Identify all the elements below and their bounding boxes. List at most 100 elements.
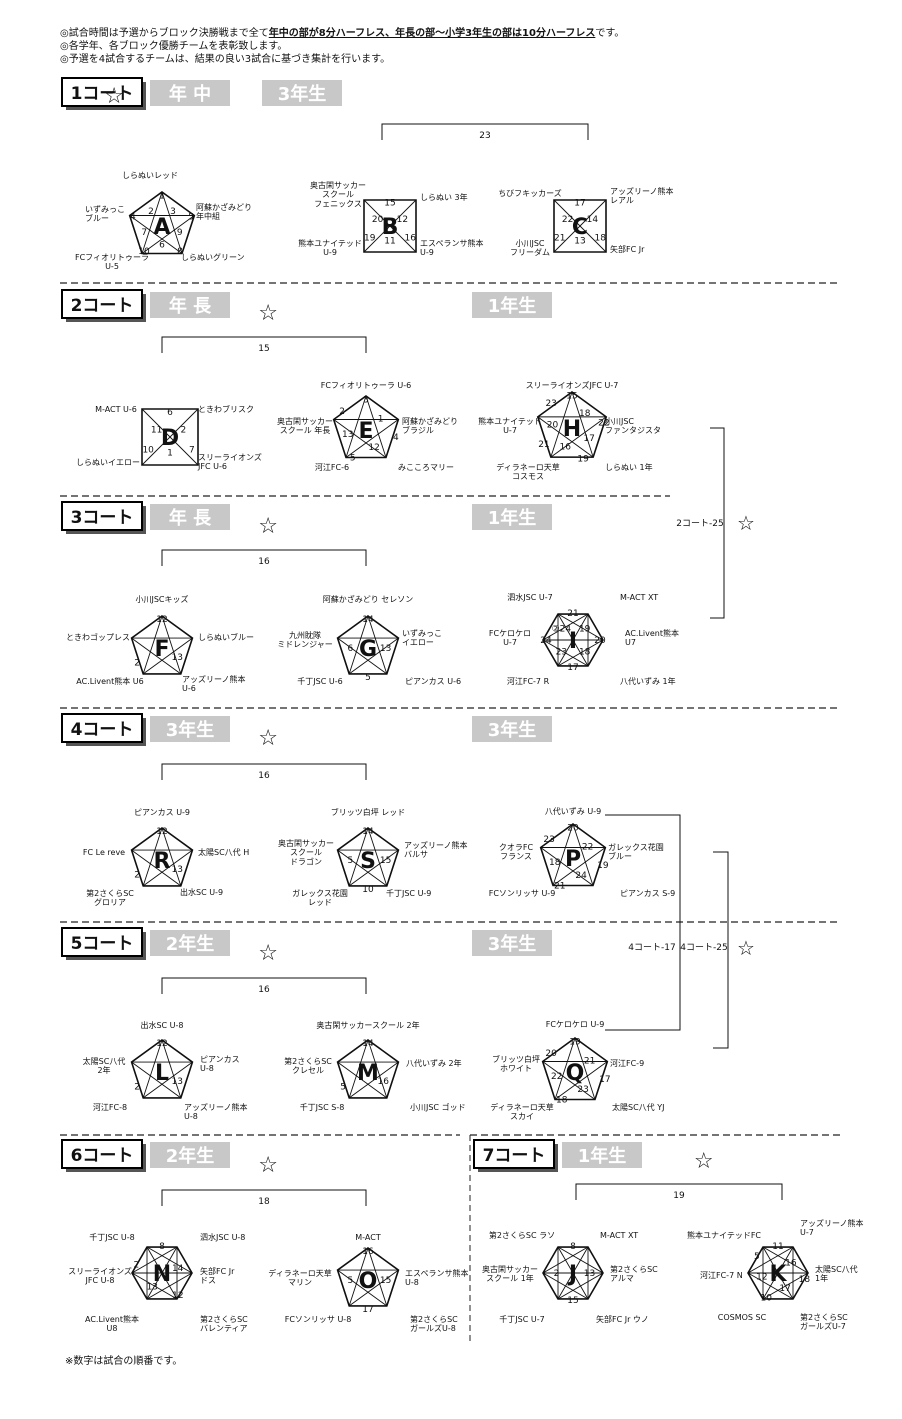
match-number: 14	[587, 215, 599, 225]
match-number: 5	[365, 673, 371, 683]
match-number: 5	[350, 454, 356, 464]
star-icon: ☆	[258, 301, 278, 326]
match-line	[180, 849, 193, 887]
match-number: 6	[167, 408, 173, 418]
match-line	[557, 1246, 589, 1300]
star-icon: ☆	[737, 511, 755, 535]
team-name: ディラネーロ天草マリン	[268, 1268, 331, 1287]
match-line	[747, 1272, 764, 1300]
match-line	[131, 1246, 178, 1274]
match-number: 16	[378, 1077, 390, 1087]
match-number: 11	[151, 425, 162, 435]
match-line	[337, 849, 350, 887]
match-line	[542, 1272, 559, 1300]
match-line	[337, 637, 350, 675]
star-icon: ☆	[694, 1149, 714, 1174]
match-line	[587, 613, 604, 641]
team-name: 千丁JSC U-6	[297, 676, 342, 686]
team-name: しらぬいレッド	[122, 171, 178, 180]
match-line	[129, 215, 183, 254]
team-name: ガレックス花園レッド	[292, 888, 348, 907]
match-number: 19	[579, 624, 591, 634]
final-bracket	[161, 336, 367, 353]
team-name: 千丁JSC U-9	[386, 888, 431, 898]
team-name: COSMOS SC	[718, 1313, 767, 1322]
block-f: F	[130, 615, 194, 675]
team-name: ピアンカス S-9	[620, 889, 675, 898]
match-number: 18	[579, 648, 591, 658]
match-number: 20	[567, 823, 579, 833]
match-line	[176, 1272, 193, 1300]
grade-badge	[472, 930, 552, 956]
match-line	[337, 1247, 369, 1271]
match-line	[176, 1246, 193, 1274]
match-number: 19	[569, 1037, 581, 1047]
match-line	[348, 1039, 369, 1099]
match-line	[747, 1246, 794, 1274]
team-name: M-ACT	[355, 1233, 381, 1242]
block-letter: N	[153, 1262, 171, 1287]
match-number: 9	[177, 228, 183, 238]
grade-label: 1年生	[488, 507, 537, 529]
cross-final-label: 2コート-25	[676, 519, 723, 529]
match-line	[554, 1061, 608, 1100]
match-line	[180, 637, 193, 675]
match-number: 13	[584, 1269, 595, 1279]
team-name: アッズリーノ熊本レアル	[610, 186, 674, 205]
match-number: 1	[378, 414, 384, 424]
team-name: ディラネーロ天草スカイ	[490, 1102, 553, 1121]
match-number: 12	[756, 1273, 767, 1283]
match-number: 16	[785, 1259, 797, 1269]
team-name: 八代いずみ 1年	[620, 676, 676, 686]
match-number: 12	[172, 1291, 183, 1301]
match-line	[365, 395, 399, 420]
match-line	[367, 615, 388, 675]
block-letter: L	[155, 1061, 169, 1086]
match-number: 22	[582, 842, 593, 852]
match-line	[161, 191, 183, 254]
star-icon: ☆	[258, 514, 278, 539]
match-number: 7	[141, 228, 147, 238]
match-line	[557, 613, 589, 667]
match-number: 13	[172, 865, 183, 875]
block-n: N	[131, 1246, 193, 1300]
match-number: 20	[594, 636, 606, 646]
block-c: C	[553, 199, 607, 253]
match-line	[587, 639, 604, 667]
match-line	[161, 615, 193, 639]
match-number: 5	[340, 1082, 346, 1092]
match-line	[550, 416, 607, 458]
final-match-number: 18	[258, 1197, 270, 1207]
match-number: 13	[574, 236, 585, 246]
match-line	[367, 1039, 388, 1099]
block-g: G	[336, 615, 400, 675]
team-name: しらぬい 3年	[420, 192, 468, 202]
match-line	[587, 1272, 604, 1300]
court-label-box	[61, 501, 143, 531]
match-line	[161, 191, 195, 216]
match-number: 12	[368, 443, 379, 453]
match-number: 18	[799, 1275, 811, 1285]
grade-badge	[150, 80, 230, 106]
match-number: 17	[567, 663, 578, 673]
match-line	[345, 419, 399, 458]
match-line	[762, 1246, 794, 1300]
grade-label: 2年生	[166, 933, 215, 955]
match-number: 19	[364, 234, 376, 244]
team-name: 八代いずみ U-9	[545, 806, 601, 816]
match-number: 18	[595, 234, 607, 244]
team-name: FCソンリッサ U-8	[285, 1315, 352, 1324]
court-label-box	[61, 289, 143, 319]
grade-badge	[150, 1142, 230, 1168]
match-number: 16	[560, 443, 572, 453]
match-number: 21	[554, 882, 565, 892]
block-r: R	[130, 827, 194, 887]
